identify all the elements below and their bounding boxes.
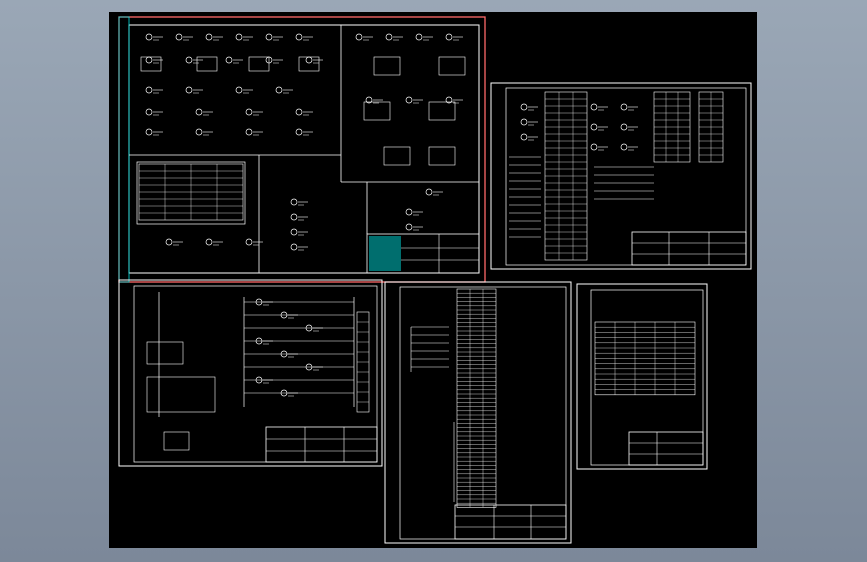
- contact-symbol: [245, 108, 253, 116]
- sheet-2-table-b: [653, 91, 724, 163]
- contact-symbol: [175, 33, 183, 41]
- contact-symbol: [365, 96, 373, 104]
- terminal-box: [163, 431, 190, 451]
- relay-box: [196, 56, 218, 72]
- contact-symbol: [265, 33, 273, 41]
- contact-symbol: [225, 56, 233, 64]
- contact-symbol: [620, 143, 628, 151]
- drawing-canvas[interactable]: [109, 12, 757, 548]
- sheet-2-table-a: [544, 91, 588, 261]
- module-box: [428, 101, 456, 121]
- sheet-2-inner-border: [505, 87, 747, 266]
- sheet-2-title-block: [631, 231, 747, 266]
- contact-symbol: [620, 123, 628, 131]
- contact-symbol: [245, 128, 253, 136]
- contact-symbol: [520, 133, 528, 141]
- contact-symbol: [255, 376, 263, 384]
- contact-symbol: [520, 103, 528, 111]
- sheet-5-title-block: [628, 431, 704, 466]
- contact-symbol: [235, 86, 243, 94]
- contact-symbol: [195, 108, 203, 116]
- contact-symbol: [280, 350, 288, 358]
- contact-symbol: [405, 223, 413, 231]
- sheet-2-outer-border: [490, 82, 752, 270]
- sheet-3-inner-border: [133, 285, 378, 463]
- contact-symbol: [145, 33, 153, 41]
- module-box: [383, 146, 411, 166]
- contact-symbol: [255, 337, 263, 345]
- sheet-1[interactable]: [118, 16, 486, 283]
- contact-symbol: [205, 33, 213, 41]
- contact-symbol: [590, 143, 598, 151]
- contact-symbol: [425, 188, 433, 196]
- contact-symbol: [145, 128, 153, 136]
- contact-symbol: [405, 208, 413, 216]
- contact-symbol: [185, 56, 193, 64]
- module-box: [438, 56, 466, 76]
- sheet-4[interactable]: [384, 281, 572, 544]
- contact-symbol: [590, 123, 598, 131]
- contact-symbol: [520, 118, 528, 126]
- sheet-3-circuit: [146, 292, 370, 451]
- contact-symbol: [385, 33, 393, 41]
- relay-box: [248, 56, 270, 72]
- module-box: [373, 56, 401, 76]
- contact-symbol: [415, 33, 423, 41]
- contact-symbol: [165, 238, 173, 246]
- sheet-5-outer-border: [576, 283, 708, 470]
- sheet-4-terminal-table: [456, 288, 497, 508]
- sheet-3-title-block: [265, 426, 378, 463]
- contact-symbol: [290, 198, 298, 206]
- contact-symbol: [275, 86, 283, 94]
- breaker-box: [146, 341, 184, 365]
- contact-symbol: [355, 33, 363, 41]
- contact-symbol: [305, 56, 313, 64]
- contact-symbol: [290, 213, 298, 221]
- sheet-5-table: [594, 321, 696, 396]
- module-box: [428, 146, 456, 166]
- contact-symbol: [145, 56, 153, 64]
- sheet-1-border: [128, 24, 480, 274]
- contact-symbol: [620, 103, 628, 111]
- motor-box: [146, 376, 216, 413]
- sheet-1-legend-box: [136, 161, 246, 225]
- contact-symbol: [305, 324, 313, 332]
- contact-symbol: [280, 389, 288, 397]
- relay-box: [140, 56, 162, 72]
- contact-symbol: [290, 243, 298, 251]
- module-box: [363, 101, 391, 121]
- contact-symbol: [235, 33, 243, 41]
- sheet-3-outer-border: [118, 279, 383, 467]
- contact-symbol: [305, 363, 313, 371]
- contact-symbol: [295, 108, 303, 116]
- contact-symbol: [295, 128, 303, 136]
- contact-symbol: [245, 238, 253, 246]
- sheet-2-symbols: [509, 103, 654, 238]
- cad-drawing: [118, 16, 752, 544]
- sheet-4-circuit: [410, 326, 455, 502]
- contact-symbol: [255, 298, 263, 306]
- sheet-5[interactable]: [576, 283, 708, 470]
- sheet-1-symbols: [138, 33, 466, 251]
- contact-symbol: [590, 103, 598, 111]
- sheet-5-inner-border: [590, 289, 704, 466]
- contact-symbol: [290, 228, 298, 236]
- contact-symbol: [280, 311, 288, 319]
- contact-symbol: [145, 86, 153, 94]
- contact-symbol: [445, 33, 453, 41]
- sheet-1-title-block: [366, 233, 480, 274]
- relay-box: [298, 56, 320, 72]
- sheet-4-title-block: [454, 504, 567, 540]
- contact-symbol: [145, 108, 153, 116]
- contact-symbol: [405, 96, 413, 104]
- sheet-3[interactable]: [118, 279, 383, 467]
- contact-symbol: [205, 238, 213, 246]
- sheet-2[interactable]: [490, 82, 752, 270]
- contact-symbol: [185, 86, 193, 94]
- sheet-4-outer-border: [384, 281, 572, 544]
- contact-symbol: [195, 128, 203, 136]
- sheet-1-left-strip: [118, 16, 130, 283]
- contact-symbol: [295, 33, 303, 41]
- contact-symbol: [445, 96, 453, 104]
